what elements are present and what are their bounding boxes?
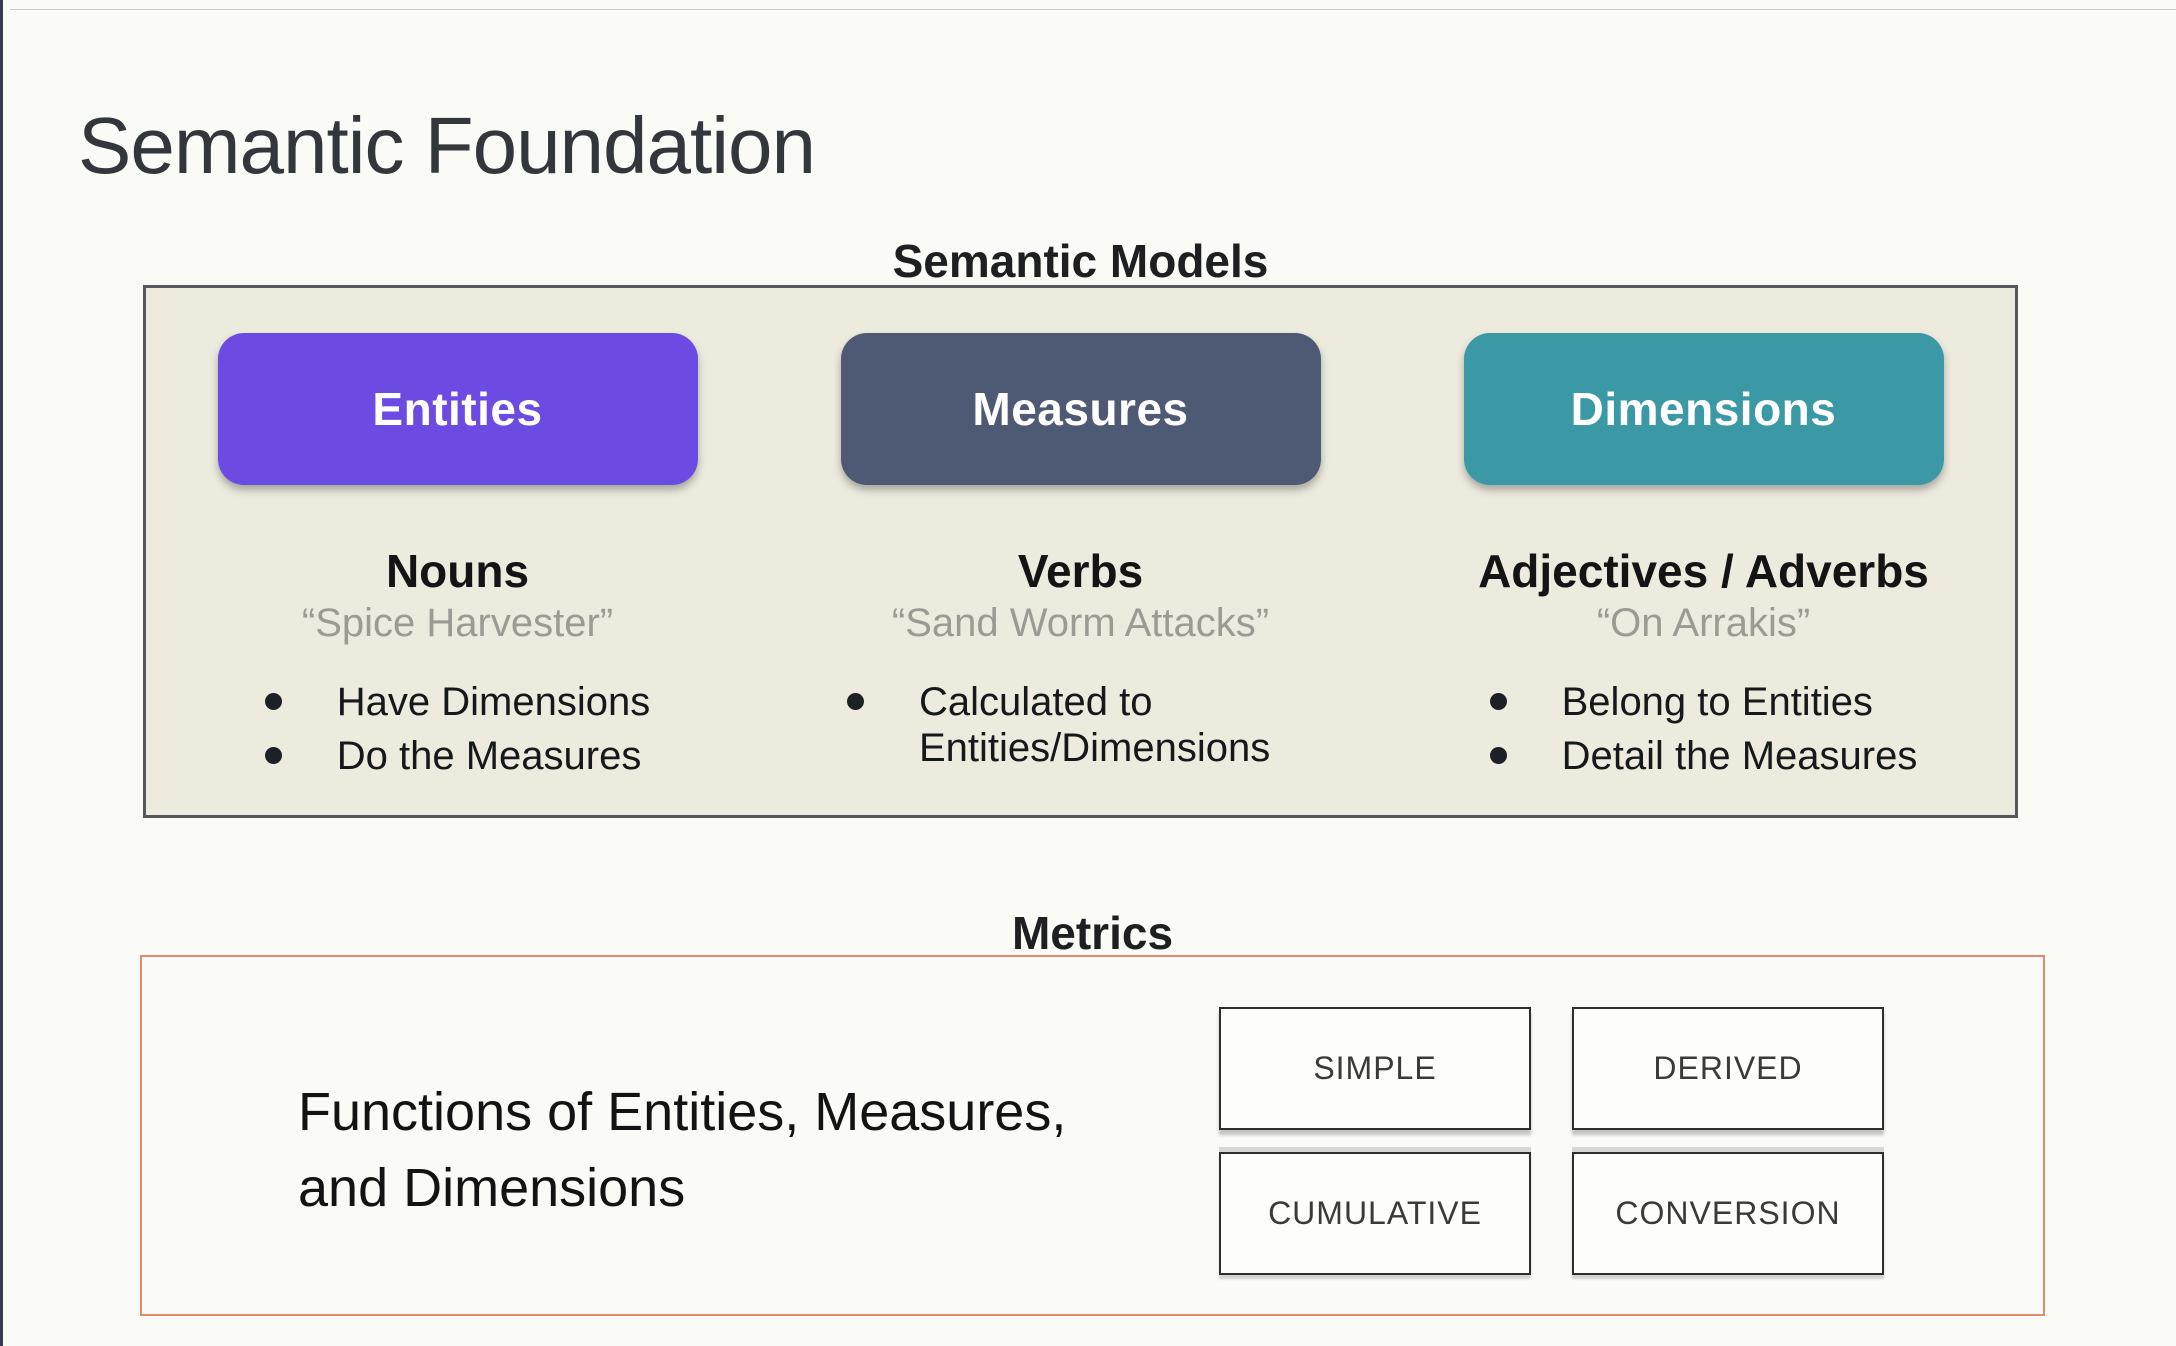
list-item: Belong to Entities [1490,679,1918,725]
bullet-dot-icon [265,733,337,764]
bullet-dot-icon [847,679,919,710]
metrics-heading: Metrics [1011,907,1174,959]
bullet-text: Belong to Entities [1561,680,1873,725]
semantic-models-panel: Entities Nouns “Spice Harvester” Have Di… [143,285,2018,818]
bullet-dot-icon [1490,679,1562,710]
window-left-edge [0,0,3,1346]
measures-bullets: Calculated to Entities/Dimensions [847,679,1314,771]
bullet-text: Detail the Measures [1561,734,1918,779]
list-item: Have Dimensions [265,679,650,725]
measures-pill: Measures [840,333,1321,485]
list-item: Detail the Measures [1490,733,1918,779]
bullet-dot-icon [1490,733,1562,764]
measures-role: Verbs [1017,545,1144,597]
bullet-text: Calculated to Entities/Dimensions [919,680,1271,771]
measures-example: “Sand Worm Attacks” [891,601,1270,646]
entities-pill-label: Entities [372,383,543,435]
entities-bullets: Have Dimensions Do the Measures [265,679,650,779]
dimensions-bullets: Belong to Entities Detail the Measures [1490,679,1918,779]
column-dimensions: Dimensions Adjectives / Adverbs “On Arra… [1392,288,2015,815]
metric-type-derived: DERIVED [1572,1007,1884,1130]
entities-example: “Spice Harvester” [301,601,614,646]
dimensions-role: Adjectives / Adverbs [1478,545,1929,597]
entities-role: Nouns [385,545,530,597]
dimensions-pill-label: Dimensions [1570,383,1837,435]
metrics-description: Functions of Entities, Measures, and Dim… [298,1082,1067,1218]
dimensions-pill: Dimensions [1463,333,1944,485]
page-title: Semantic Foundation [78,100,816,190]
metric-type-simple: SIMPLE [1219,1007,1531,1130]
dimensions-example: “On Arrakis” [1596,601,1811,646]
list-item: Do the Measures [265,733,650,779]
metric-type-conversion: CONVERSION [1572,1152,1884,1275]
measures-pill-label: Measures [972,383,1189,435]
list-item: Calculated to Entities/Dimensions [847,679,1314,771]
metrics-panel: Functions of Entities, Measures, and Dim… [140,955,2045,1316]
column-entities: Entities Nouns “Spice Harvester” Have Di… [146,288,769,815]
metric-type-cumulative: CUMULATIVE [1219,1152,1531,1275]
bullet-text: Have Dimensions [336,680,651,725]
semantic-models-heading: Semantic Models [892,235,1269,287]
entities-pill: Entities [217,333,698,485]
column-measures: Measures Verbs “Sand Worm Attacks” Calcu… [769,288,1392,815]
bullet-dot-icon [265,679,337,710]
bullet-text: Do the Measures [336,734,642,779]
window-top-edge [10,9,2176,10]
